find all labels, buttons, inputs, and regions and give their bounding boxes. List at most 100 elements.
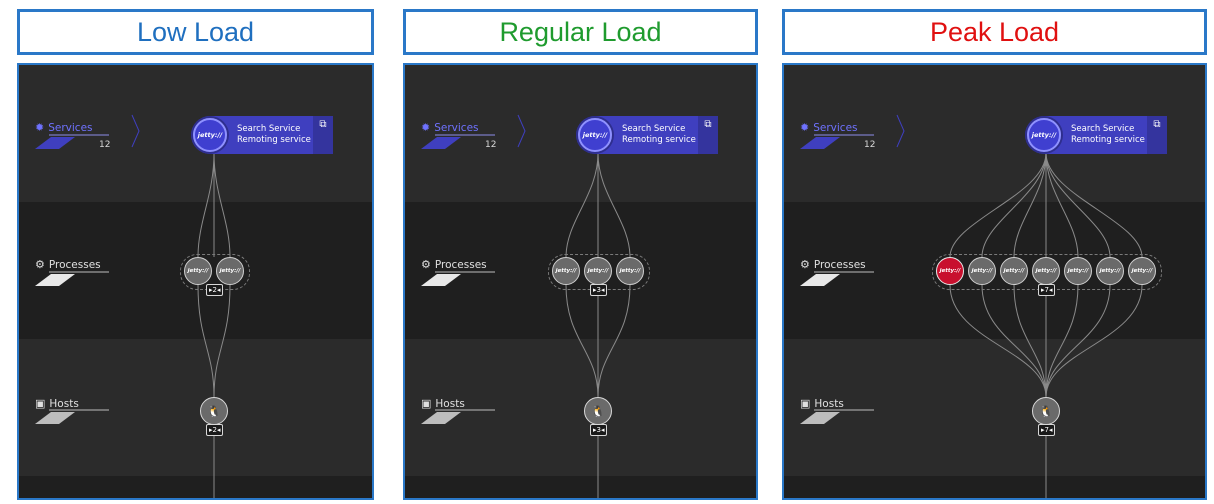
layer-label-processes[interactable]: ⚙Processes: [800, 258, 866, 271]
panel-title: Peak Load: [929, 16, 1060, 47]
layer-label-text: Processes: [813, 258, 866, 271]
chevron-right-icon: [131, 114, 140, 148]
process-node[interactable]: jetty://: [1000, 257, 1028, 285]
link-curve: [981, 284, 1047, 398]
process-node[interactable]: jetty://: [936, 257, 964, 285]
jetty-logo-icon: jetty://: [193, 118, 227, 152]
process-count-badge: ▸7◂: [1038, 284, 1056, 296]
layer-band: [19, 339, 372, 476]
layer-label-hosts[interactable]: ▣Hosts: [800, 397, 844, 410]
services-count: 12: [485, 140, 497, 150]
external-link-icon[interactable]: ⧉: [313, 116, 333, 154]
link-curve: [1045, 152, 1143, 258]
link-curve: [1045, 152, 1111, 258]
layer-label-text: Hosts: [814, 397, 844, 410]
title-regular-load: Regular Load: [403, 9, 758, 55]
external-link-icon[interactable]: ⧉: [698, 116, 718, 154]
services-count: 12: [864, 140, 876, 150]
link-curve: [1045, 152, 1079, 258]
process-icon: ⚙: [35, 258, 45, 271]
process-node[interactable]: jetty://: [968, 257, 996, 285]
host-icon: ▣: [35, 397, 46, 410]
layer-label-text: Hosts: [49, 397, 79, 410]
layer-label-services[interactable]: ✹Services: [800, 121, 858, 134]
host-count-badge: ▸3◂: [590, 424, 608, 436]
process-node[interactable]: jetty://: [616, 257, 644, 285]
process-node[interactable]: jetty://: [216, 257, 244, 285]
linux-icon: 🐧: [207, 404, 221, 418]
layer-label-processes[interactable]: ⚙Processes: [35, 258, 101, 271]
service-subtitle: Remoting service: [1071, 135, 1145, 145]
smartscape-panel-peak: ✹Services 12 ⚙Processes ▣Hosts jetty:// Searc…: [782, 63, 1207, 500]
layer-stripe: [35, 412, 75, 424]
topology-links: [421, 114, 631, 498]
panel-title: Low Load: [136, 16, 255, 47]
host-node[interactable]: 🐧: [200, 397, 228, 425]
host-node[interactable]: 🐧: [1032, 397, 1060, 425]
external-link-icon[interactable]: ⧉: [1147, 116, 1167, 154]
jetty-logo-icon: jetty://: [1027, 118, 1061, 152]
process-node[interactable]: jetty://: [584, 257, 612, 285]
host-count-badge: ▸7◂: [1038, 424, 1056, 436]
chevron-right-icon: [517, 114, 526, 148]
process-node[interactable]: jetty://: [552, 257, 580, 285]
link-curve: [1013, 152, 1047, 258]
process-node[interactable]: jetty://: [1128, 257, 1156, 285]
topology-links: [800, 114, 1143, 498]
link-curve: [1045, 284, 1111, 398]
service-subtitle: Remoting service: [237, 135, 311, 145]
smartscape-panel-regular: ✹Services 12 ⚙Processes ▣Hosts jetty:// Searc…: [403, 63, 758, 500]
service-name: Search Service: [237, 124, 301, 134]
process-node[interactable]: jetty://: [1064, 257, 1092, 285]
process-node[interactable]: jetty://: [184, 257, 212, 285]
link-curve: [1045, 284, 1143, 398]
link-curve: [1045, 284, 1079, 398]
layer-stripe: [421, 412, 461, 424]
layer-stripe: [800, 274, 840, 286]
layer-label-text: Services: [48, 121, 93, 134]
layer-label-hosts[interactable]: ▣Hosts: [421, 397, 465, 410]
panel-title: Regular Load: [499, 16, 662, 47]
process-count-badge: ▸2◂: [206, 284, 224, 296]
layer-label-hosts[interactable]: ▣Hosts: [35, 397, 79, 410]
layer-band: [405, 339, 756, 476]
layer-label-text: Processes: [434, 258, 487, 271]
process-node[interactable]: jetty://: [1032, 257, 1060, 285]
title-low-load: Low Load: [17, 9, 374, 55]
process-node[interactable]: jetty://: [1096, 257, 1124, 285]
layer-label-services[interactable]: ✹Services: [35, 121, 93, 134]
host-node[interactable]: 🐧: [584, 397, 612, 425]
linux-icon: 🐧: [591, 404, 605, 418]
link-curve: [213, 152, 231, 258]
layer-band: [405, 202, 756, 339]
layer-label-text: Services: [813, 121, 858, 134]
link-curve: [197, 284, 215, 398]
layer-band: [784, 339, 1205, 476]
gear-icon: ✹: [35, 121, 45, 134]
layer-band: [19, 476, 372, 498]
layer-band: [405, 476, 756, 498]
service-subtitle: Remoting service: [622, 135, 696, 145]
layer-band: [784, 476, 1205, 498]
layer-stripe: [35, 274, 75, 286]
link-curve: [597, 284, 631, 398]
layer-stripe: [35, 137, 75, 149]
layer-label-processes[interactable]: ⚙Processes: [421, 258, 487, 271]
service-name: Search Service: [1071, 124, 1135, 134]
link-curve: [565, 284, 599, 398]
layer-stripe: [421, 137, 461, 149]
process-icon: ⚙: [421, 258, 431, 271]
jetty-logo-icon: jetty://: [578, 118, 612, 152]
process-count-badge: ▸3◂: [590, 284, 608, 296]
layer-stripe: [421, 274, 461, 286]
services-count: 12: [99, 140, 111, 150]
layer-label-text: Processes: [48, 258, 101, 271]
chevron-right-icon: [896, 114, 905, 148]
layer-label-services[interactable]: ✹Services: [421, 121, 479, 134]
link-curve: [213, 284, 231, 398]
